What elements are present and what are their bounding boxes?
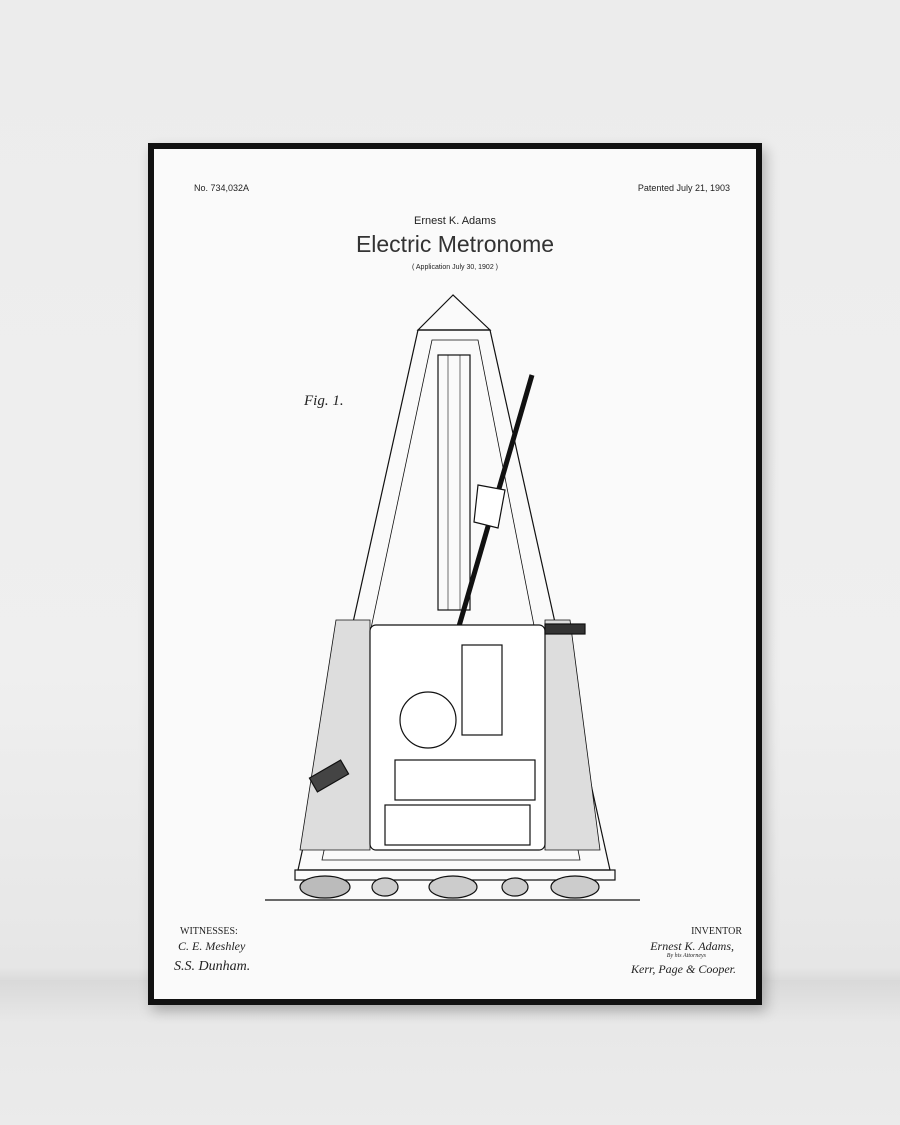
- application-date: ( Application July 30, 1902 ): [412, 264, 498, 271]
- winding-key: [544, 623, 586, 635]
- pendulum-weight: [473, 484, 506, 529]
- witnesses-label: WITNESSES:: [180, 926, 238, 937]
- top-cap: [416, 294, 492, 331]
- patented-date: Patented July 21, 1903: [637, 183, 730, 193]
- metronome-drawing: [265, 294, 640, 901]
- motor: [384, 804, 531, 846]
- foot: [550, 875, 600, 899]
- poster-frame: No. 734,032A Patented July 21, 1903 Erne…: [148, 143, 762, 1005]
- coil: [399, 691, 457, 749]
- tempo-scale: [437, 354, 471, 611]
- foot: [428, 875, 478, 899]
- poster-title: Electric Metronome: [355, 231, 555, 257]
- inventor-signature: Ernest K. Adams,: [650, 939, 734, 953]
- gear-train: [461, 644, 503, 736]
- foot: [501, 877, 529, 897]
- witness-signature: S.S. Dunham.: [174, 959, 251, 974]
- attorneys-signature: Kerr, Page & Cooper.: [631, 962, 736, 976]
- patent-number: No. 734,032A: [194, 183, 250, 193]
- side-knob: [308, 759, 350, 793]
- inventor-name: Ernest K. Adams: [414, 215, 496, 227]
- witness-signature: C. E. Meshley: [178, 939, 246, 953]
- attorneys-note: By his Attorneys: [666, 953, 706, 959]
- foot: [371, 877, 399, 897]
- figure-label: Fig. 1.: [304, 393, 344, 409]
- inventor-label: INVENTOR: [691, 926, 742, 937]
- mechanism-housing: [369, 624, 546, 851]
- foot: [299, 875, 351, 899]
